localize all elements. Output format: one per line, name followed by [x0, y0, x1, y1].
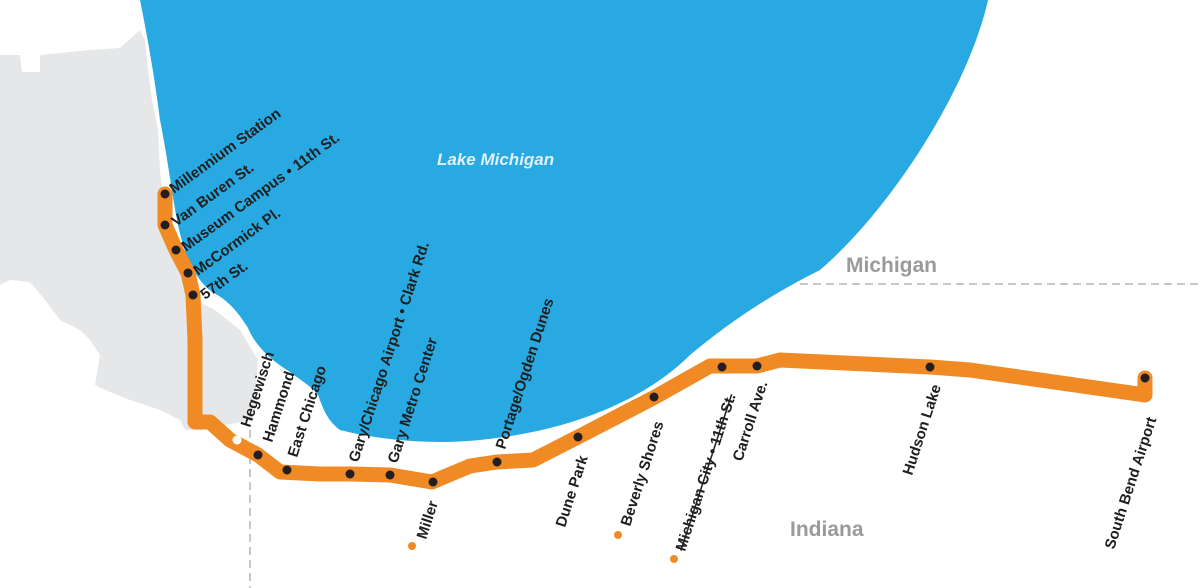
station-dot: [160, 189, 170, 199]
station-michigan-city-11th-st[interactable]: Michigan City • 11th St.: [670, 362, 740, 564]
station-label: Dune Park: [553, 453, 592, 529]
lake-michigan-label: Lake Michigan: [437, 150, 554, 169]
station-dot: [160, 220, 170, 230]
station-hudson-lake[interactable]: Hudson Lake: [900, 362, 945, 478]
michigan-state-label: Michigan: [846, 254, 937, 277]
station-dot: [925, 362, 935, 372]
station-label: South Bend Airport: [1102, 415, 1161, 551]
station-label: Beverly Shores: [618, 419, 668, 528]
notice-icon: [670, 555, 678, 563]
station-dot: [171, 245, 181, 255]
lake-michigan: [140, 0, 988, 442]
station-dot: [717, 362, 727, 372]
station-dot: [345, 469, 355, 479]
station-label: Miller: [414, 499, 442, 542]
station-dot: [385, 470, 395, 480]
station-label: Hudson Lake: [900, 382, 945, 477]
station-dot: [282, 465, 292, 475]
station-dot: [183, 268, 193, 278]
station-carroll-ave[interactable]: Carroll Ave.: [730, 361, 772, 464]
station-dot: [752, 361, 762, 371]
station-dot: [253, 450, 263, 460]
station-dot: [1140, 373, 1150, 383]
station-dot: [188, 290, 198, 300]
indiana-state-label: Indiana: [790, 518, 864, 541]
station-label: Carroll Ave.: [730, 379, 772, 463]
station-dot: [492, 457, 502, 467]
notice-icon: [614, 531, 622, 539]
station-dot: [649, 392, 659, 402]
notice-icon: [408, 542, 416, 550]
station-open-circle: [232, 435, 242, 445]
station-label: Michigan City • 11th St.: [673, 392, 740, 554]
station-dot: [573, 432, 583, 442]
station-dot: [428, 477, 438, 487]
